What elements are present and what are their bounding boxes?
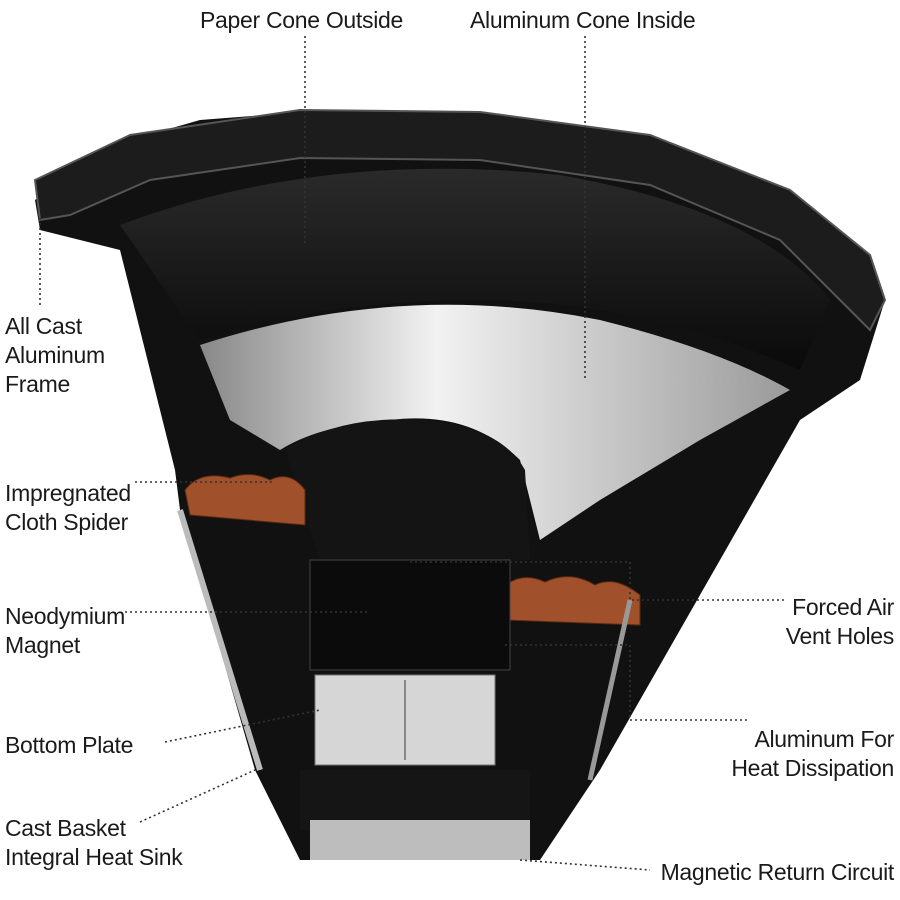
label-magnet: Neodymium Magnet bbox=[5, 602, 125, 660]
leader-lines bbox=[39, 36, 785, 871]
label-bottom-plate: Bottom Plate bbox=[5, 732, 134, 758]
label-line: Aluminum For bbox=[754, 726, 894, 752]
label-frame: All Cast Aluminum Frame bbox=[5, 312, 105, 399]
frame-rim bbox=[33, 108, 887, 332]
label-line: Magnet bbox=[5, 632, 80, 658]
label-line: Cast Basket bbox=[5, 815, 126, 841]
dust-cap bbox=[285, 419, 530, 560]
label-line: Forced Air bbox=[792, 594, 894, 620]
label-line: Frame bbox=[5, 371, 70, 397]
label-line: Cloth Spider bbox=[5, 509, 128, 535]
paper-cone bbox=[120, 168, 830, 370]
label-spider: Impregnated Cloth Spider bbox=[5, 479, 131, 537]
label-line: Vent Holes bbox=[785, 623, 895, 649]
spider-right bbox=[499, 576, 641, 626]
label-basket: Cast Basket Integral Heat Sink bbox=[5, 814, 183, 872]
label-vent: Forced Air Vent Holes bbox=[785, 593, 895, 651]
magnet bbox=[309, 559, 511, 671]
label-paper-cone: Paper Cone Outside bbox=[200, 7, 404, 33]
label-line: Impregnated bbox=[5, 480, 131, 506]
label-line: Neodymium bbox=[5, 603, 126, 629]
label-line: Integral Heat Sink bbox=[5, 844, 183, 870]
label-line: All Cast bbox=[5, 313, 82, 339]
label-heat: Aluminum For Heat Dissipation bbox=[731, 725, 894, 783]
label-line: Heat Dissipation bbox=[731, 755, 894, 781]
label-line: Aluminum bbox=[5, 342, 105, 368]
spider-left bbox=[184, 474, 306, 526]
aluminum-cone bbox=[200, 304, 790, 540]
label-aluminum-cone: Aluminum Cone Inside bbox=[470, 7, 696, 33]
label-return-circuit: Magnetic Return Circuit bbox=[660, 859, 895, 885]
